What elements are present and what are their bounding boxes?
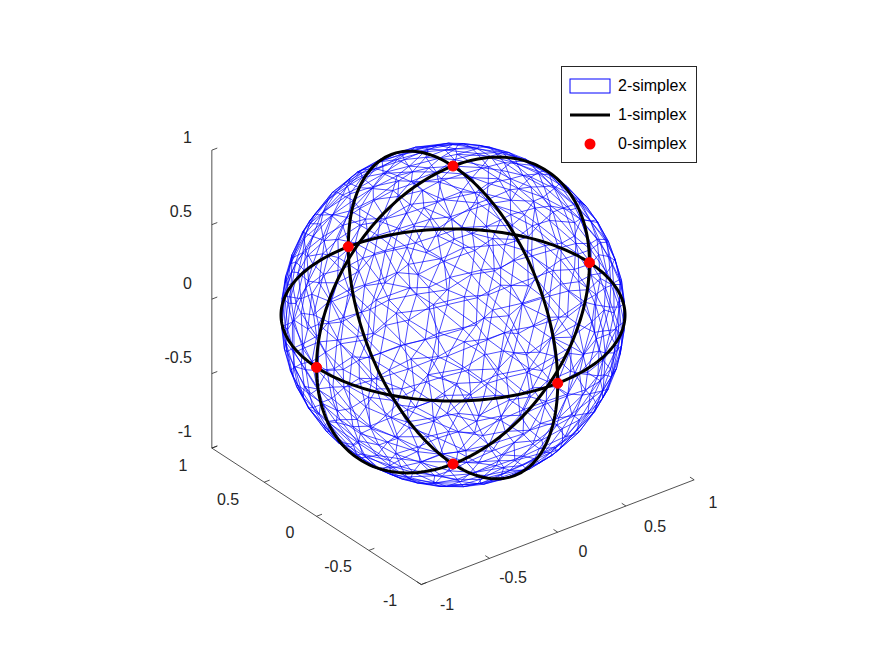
y-tick bbox=[317, 514, 322, 516]
z-tick bbox=[212, 148, 217, 150]
vertex-point bbox=[553, 378, 563, 388]
legend: 2-simplex 1-simplex 0-simplex bbox=[561, 66, 697, 163]
legend-label: 0-simplex bbox=[618, 135, 686, 153]
y-tick bbox=[264, 480, 269, 482]
z-tick bbox=[212, 372, 217, 374]
vertex-point bbox=[312, 362, 322, 372]
z-tick bbox=[212, 223, 217, 225]
y-tick bbox=[421, 582, 426, 584]
tick-label: 0 bbox=[579, 544, 588, 560]
x-tick bbox=[622, 503, 626, 506]
legend-swatch bbox=[568, 105, 612, 125]
vertex-point bbox=[343, 242, 353, 252]
axes bbox=[212, 148, 694, 584]
vertex-point bbox=[448, 459, 458, 469]
y-tick bbox=[212, 446, 217, 448]
tick-label: 1 bbox=[179, 458, 188, 474]
x-tick bbox=[554, 529, 558, 532]
tick-label: -0.5 bbox=[164, 350, 192, 366]
y-tick bbox=[369, 548, 374, 550]
tick-label: 0 bbox=[183, 276, 192, 292]
x-tick bbox=[485, 556, 489, 559]
tick-label: 1 bbox=[709, 495, 718, 511]
great-circle bbox=[281, 229, 625, 401]
vertex-point bbox=[584, 258, 594, 268]
z-tick bbox=[212, 297, 217, 299]
great-circle bbox=[348, 151, 557, 479]
legend-entry: 1-simplex bbox=[568, 100, 686, 129]
legend-label: 2-simplex bbox=[618, 77, 686, 95]
x-axis bbox=[421, 480, 694, 585]
tick-label: -0.5 bbox=[324, 559, 352, 575]
tick-label: 0.5 bbox=[644, 519, 666, 535]
legend-entry: 2-simplex bbox=[568, 71, 686, 100]
tick-label: -1 bbox=[383, 593, 397, 609]
x-tick bbox=[690, 477, 694, 480]
legend-label: 1-simplex bbox=[618, 106, 686, 124]
tick-label: 0.5 bbox=[217, 492, 239, 508]
tick-label: 1 bbox=[183, 130, 192, 146]
vertex-point bbox=[448, 161, 458, 171]
legend-entry: 0-simplex bbox=[568, 129, 686, 158]
great-circles bbox=[281, 151, 625, 479]
x-tick bbox=[417, 582, 421, 585]
legend-swatch bbox=[568, 134, 612, 154]
z-tick bbox=[212, 446, 217, 448]
triangle-mesh bbox=[282, 143, 625, 487]
legend-swatch bbox=[568, 76, 612, 96]
tick-label: 0 bbox=[286, 525, 295, 541]
mesh-edges bbox=[282, 143, 625, 487]
vertex-points bbox=[312, 161, 595, 469]
tick-label: -0.5 bbox=[499, 570, 527, 586]
tick-label: -1 bbox=[178, 424, 192, 440]
tick-label: -1 bbox=[440, 597, 454, 613]
tick-label: 0.5 bbox=[170, 204, 192, 220]
